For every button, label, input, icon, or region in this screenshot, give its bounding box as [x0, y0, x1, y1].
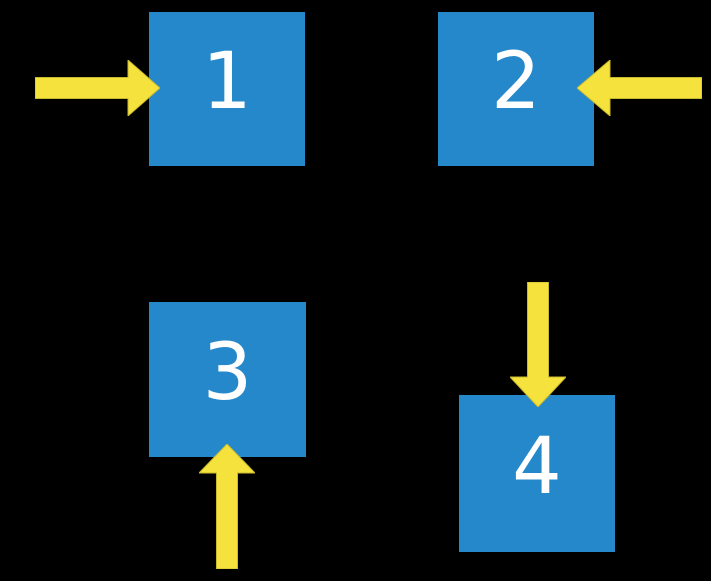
square-3-label: 3 — [202, 327, 253, 418]
arrow-up-icon — [199, 444, 255, 569]
square-4-label: 4 — [512, 421, 562, 512]
square-3: 3 — [149, 302, 306, 457]
square-2-label: 2 — [491, 37, 541, 127]
square-4: 4 — [459, 395, 615, 552]
arrow-down-icon — [510, 282, 566, 407]
arrow-right-icon — [35, 60, 160, 116]
arrow-left-icon — [577, 60, 702, 116]
square-1: 1 — [149, 12, 305, 166]
square-1-label: 1 — [202, 37, 252, 127]
square-2: 2 — [438, 12, 594, 166]
